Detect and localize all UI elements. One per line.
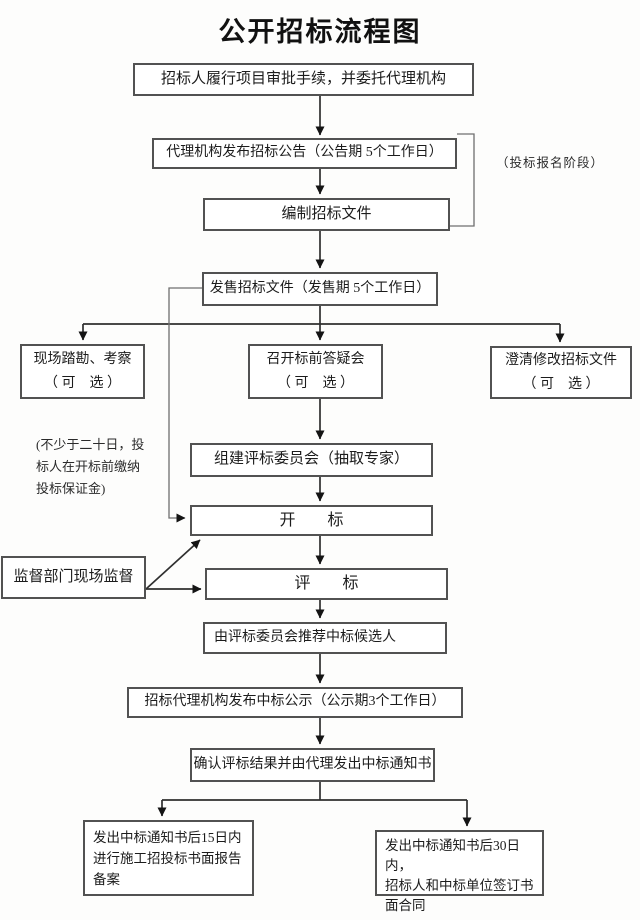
flow-node-contract-line3: 面合同 bbox=[385, 898, 426, 913]
flow-node-qa-meeting-line1: 召开标前答疑会 bbox=[266, 351, 365, 367]
flow-node-committee-label: 组建评标委员会（抽取专家） bbox=[213, 451, 409, 468]
flow-node-evaluation: 评 标 bbox=[205, 568, 448, 600]
flow-node-site-survey: 现场踏勘、考察 （ 可 选 ） bbox=[20, 344, 145, 399]
flow-node-recommend: 由评标委员会推荐中标候选人 bbox=[203, 622, 447, 654]
flow-node-supervision: 监督部门现场监督 bbox=[1, 556, 146, 599]
flow-node-announcement-label: 代理机构发布招标公告（公告期 5个工作日） bbox=[166, 145, 443, 161]
flow-node-prepare-docs-label: 编制招标文件 bbox=[281, 205, 372, 222]
flow-node-sell-docs: 发售招标文件（发售期 5个工作日） bbox=[202, 272, 438, 306]
flow-node-publicity: 招标代理机构发布中标公示（公示期3个工作日） bbox=[127, 687, 463, 718]
flow-node-qa-meeting: 召开标前答疑会 （ 可 选 ） bbox=[248, 344, 383, 399]
flow-node-filing-line1: 发出中标通知书后15日内 bbox=[93, 830, 242, 845]
flow-node-committee: 组建评标委员会（抽取专家） bbox=[190, 443, 433, 477]
flow-node-filing-line2: 进行施工招投标书面报告 bbox=[93, 851, 242, 866]
annotation-registration-phase: （投标报名阶段） bbox=[496, 156, 605, 170]
flow-node-confirm: 确认评标结果并由代理发出中标通知书 bbox=[190, 748, 435, 782]
flow-node-evaluation-label: 评 标 bbox=[294, 575, 359, 593]
flow-node-approval: 招标人履行项目审批手续，并委托代理机构 bbox=[133, 63, 474, 96]
flow-node-filing-line3: 备案 bbox=[93, 872, 120, 887]
flow-node-bid-opening-label: 开 标 bbox=[279, 511, 344, 529]
annotation-deposit-note-line2: 标人在开标前缴纳 bbox=[36, 459, 141, 474]
page-title: 公开招标流程图 bbox=[218, 17, 422, 47]
flow-node-confirm-label: 确认评标结果并由代理发出中标通知书 bbox=[193, 756, 432, 772]
flow-node-site-survey-line2: （ 可 选 ） bbox=[44, 375, 121, 391]
flow-node-recommend-label: 由评标委员会推荐中标候选人 bbox=[214, 629, 396, 645]
flow-node-contract-line2: 招标人和中标单位签订书 bbox=[385, 878, 534, 893]
flow-node-contract: 发出中标通知书后30日内， 招标人和中标单位签订书 面合同 bbox=[375, 830, 544, 913]
flow-node-clarify: 澄清修改招标文件 （ 可 选 ） bbox=[490, 346, 632, 399]
flow-node-bid-opening: 开 标 bbox=[190, 505, 433, 536]
flow-node-prepare-docs: 编制招标文件 bbox=[203, 198, 450, 231]
annotation-deposit-note-line3: 投标保证金) bbox=[36, 481, 106, 496]
annotation-deposit-note: (不少于二十日，投 标人在开标前缴纳 投标保证金) bbox=[36, 434, 146, 500]
flow-node-contract-line1: 发出中标通知书后30日内， bbox=[385, 838, 520, 873]
flow-node-clarify-line1: 澄清修改招标文件 bbox=[505, 352, 617, 368]
flow-node-site-survey-line1: 现场踏勘、考察 bbox=[33, 351, 132, 367]
flow-node-filing: 发出中标通知书后15日内 进行施工招投标书面报告 备案 bbox=[83, 820, 254, 896]
flow-node-publicity-label: 招标代理机构发布中标公示（公示期3个工作日） bbox=[144, 694, 446, 710]
flow-node-approval-label: 招标人履行项目审批手续，并委托代理机构 bbox=[160, 70, 446, 87]
flow-node-sell-docs-label: 发售招标文件（发售期 5个工作日） bbox=[209, 280, 431, 296]
flow-node-qa-meeting-line2: （ 可 选 ） bbox=[277, 375, 354, 391]
flow-node-announcement: 代理机构发布招标公告（公告期 5个工作日） bbox=[152, 138, 457, 169]
annotation-deposit-note-line1: (不少于二十日，投 bbox=[36, 437, 145, 452]
flow-node-supervision-label: 监督部门现场监督 bbox=[13, 568, 134, 585]
flow-node-clarify-line2: （ 可 选 ） bbox=[522, 376, 600, 392]
